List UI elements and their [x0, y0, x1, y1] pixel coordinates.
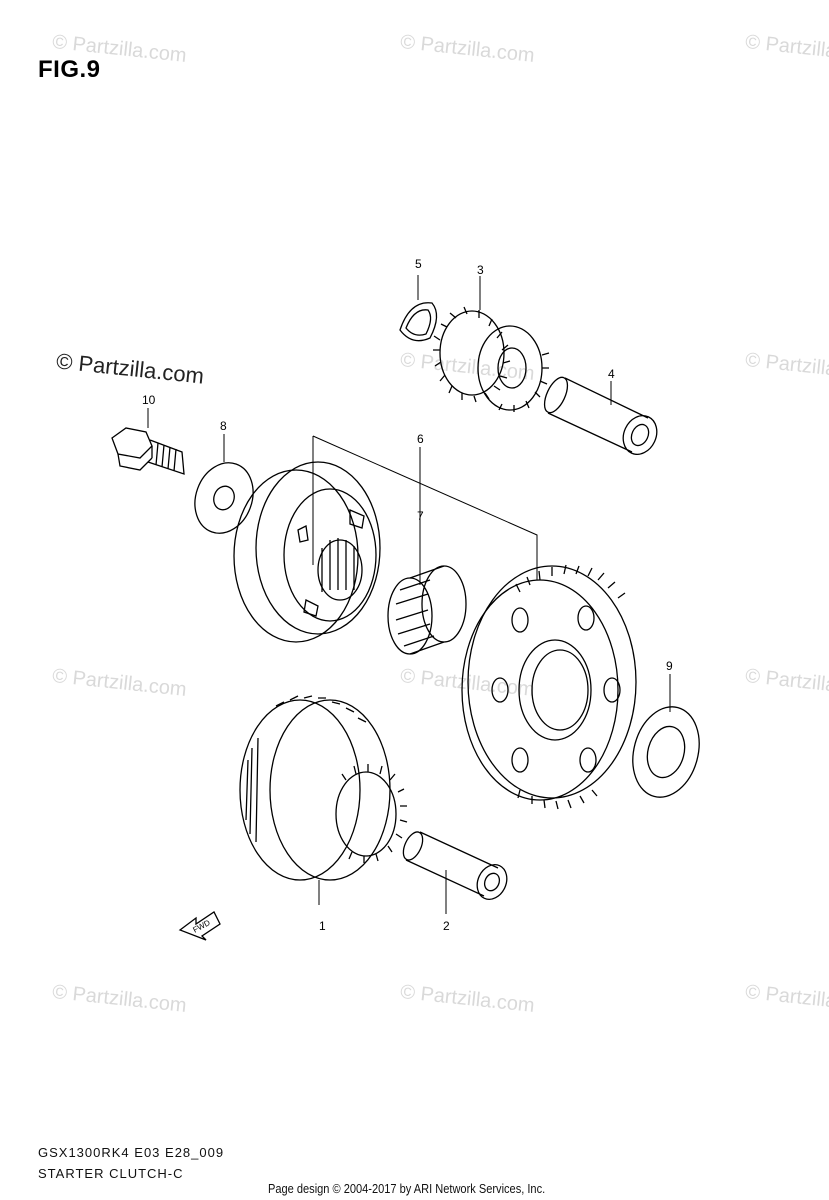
part-7-bearing: [387, 565, 467, 655]
callout-6: 6: [417, 432, 424, 446]
part-5-cap: [399, 302, 438, 342]
callout-3: 3: [477, 263, 484, 277]
part-4-shaft: [543, 376, 658, 455]
part-driven-gear: [461, 564, 637, 810]
callout-4: 4: [608, 367, 615, 381]
part-3-double-gear: [433, 306, 550, 412]
figure-title: FIG.9: [38, 56, 101, 83]
leader-lines: [147, 275, 671, 914]
callout-7: 7: [417, 509, 424, 523]
callout-9: 9: [666, 659, 673, 673]
page-footer: Page design © 2004-2017 by ARI Network S…: [268, 1181, 546, 1196]
callout-10: 10: [142, 393, 156, 407]
fwd-arrow-icon: [178, 911, 221, 941]
part-2-pin: [402, 831, 508, 901]
part-10-bolt: [111, 427, 185, 475]
callout-2: 2: [443, 919, 450, 933]
part-8-washer: [194, 462, 254, 534]
diagram-name: STARTER CLUTCH-C: [38, 1166, 184, 1181]
callout-8: 8: [220, 419, 227, 433]
callout-5: 5: [415, 257, 422, 271]
part-clutch-housing: [233, 461, 381, 643]
callout-1: 1: [319, 919, 326, 933]
model-code: GSX1300RK4 E03 E28_009: [38, 1145, 225, 1160]
part-1-gear-assembly: [239, 695, 408, 881]
part-9-washer: [632, 706, 700, 798]
